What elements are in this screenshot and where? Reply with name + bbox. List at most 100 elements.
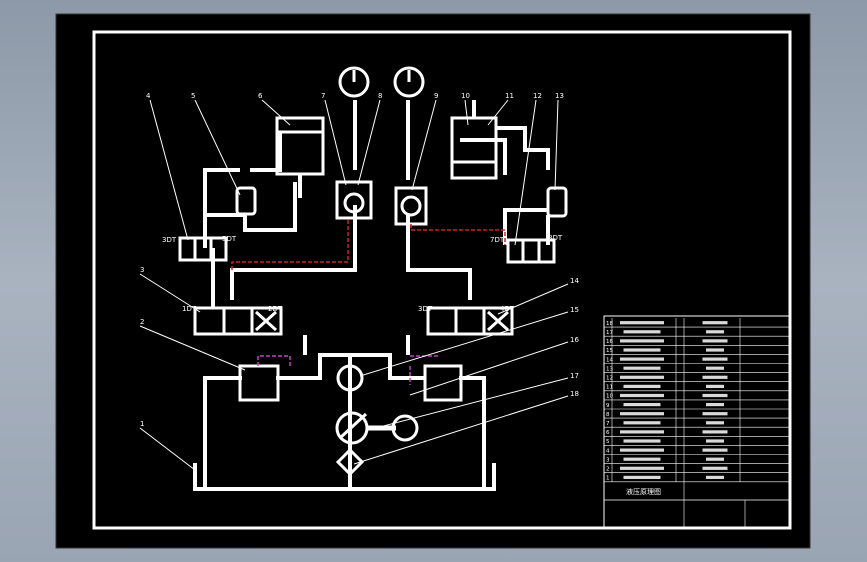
leader-lines — [139, 99, 569, 471]
tag-left-small-a: 3DT — [162, 236, 177, 244]
left-drain-line — [257, 355, 291, 366]
callout-18: 18 — [570, 390, 579, 398]
left-throttle-valve — [235, 186, 257, 216]
parts-list-entry-mark — [706, 384, 724, 388]
parts-list-entry-mark — [706, 421, 724, 425]
parts-list-entry-mark — [702, 375, 728, 379]
parts-list-item-number: 10 — [606, 394, 613, 400]
parts-list-entry-mark — [702, 393, 728, 398]
parts-list-entry-mark — [706, 366, 724, 370]
parts-list-entry-mark — [702, 430, 728, 434]
callout-6: 6 — [258, 92, 263, 100]
right-relief-valve — [423, 364, 463, 402]
parts-list-entry-mark — [620, 466, 664, 470]
parts-list-entry-mark — [706, 330, 724, 334]
callout-12: 12 — [533, 92, 542, 100]
suction-filter — [335, 447, 365, 477]
parts-list-item-number: 1 — [606, 476, 610, 482]
control-valves — [235, 180, 568, 226]
parts-list-item-number: 5 — [606, 439, 610, 445]
parts-list-item-number: 15 — [606, 348, 613, 354]
parts-list-item-number: 7 — [606, 421, 610, 427]
callout-1: 1 — [140, 420, 144, 428]
parts-list-item-number: 8 — [606, 412, 610, 418]
right-pressure-gauge — [393, 66, 425, 98]
parts-list-entry-mark — [623, 421, 661, 425]
parts-list-entry-mark — [620, 357, 664, 361]
parts-list-entry-mark — [620, 393, 664, 398]
callout-14: 14 — [570, 277, 579, 285]
tag-left-main-a: 1DT — [182, 305, 197, 313]
parts-list-item-number: 13 — [606, 366, 613, 372]
pressure-gauges — [338, 66, 425, 98]
tag-right-small-b: 8DT — [548, 234, 563, 242]
callout-10: 10 — [461, 92, 470, 100]
parts-list-entry-mark — [620, 339, 664, 343]
parts-list-entry-mark — [620, 430, 664, 434]
callout-7: 7 — [321, 92, 325, 100]
callout-8: 8 — [378, 92, 382, 100]
callout-5: 5 — [191, 92, 195, 100]
right-pilot-line — [410, 224, 506, 245]
left-cylinder-line — [230, 100, 357, 300]
parts-list-entry-mark — [702, 339, 728, 343]
right-small-solenoid-valve — [506, 238, 556, 264]
parts-list-item-number: 17 — [606, 330, 613, 336]
drawing-title: 液压原理图 — [626, 487, 661, 496]
parts-list-entry-mark — [706, 475, 724, 479]
parts-list-item-number: 2 — [606, 467, 610, 473]
parts-list-item-number: 6 — [606, 430, 610, 436]
parts-list-entry-mark — [706, 439, 724, 443]
left-pressure-gauge — [338, 66, 370, 98]
parts-list-item-number: 18 — [606, 321, 613, 327]
drawing-frame — [92, 30, 792, 530]
callout-16: 16 — [570, 336, 579, 344]
parts-list-item-number: 14 — [606, 357, 613, 363]
parts-list-item-number: 12 — [606, 376, 613, 382]
callout-3: 3 — [140, 266, 144, 274]
parts-list-entry-mark — [623, 384, 661, 388]
callout-2: 2 — [140, 318, 144, 326]
callout-15: 15 — [570, 306, 579, 314]
left-small-solenoid-valve — [178, 236, 228, 262]
tag-right-small-a: 7DT — [490, 236, 505, 244]
parts-list-entry-mark — [623, 366, 661, 370]
parts-list-item-number: 9 — [606, 403, 610, 409]
parts-list-entry-mark — [706, 348, 724, 352]
tag-right-main-a: 3DT — [418, 305, 433, 313]
callout-4: 4 — [146, 92, 151, 100]
right-main-solenoid-valve — [426, 306, 514, 336]
left-pilot-line — [231, 218, 349, 270]
parts-list-entry-mark — [702, 466, 728, 470]
parts-list-entry-mark — [623, 403, 661, 407]
left-relief-valve — [238, 364, 280, 402]
parts-list-entry-mark — [702, 412, 728, 416]
parts-list-entry-mark — [620, 321, 664, 325]
callout-9: 9 — [434, 92, 438, 100]
callout-13: 13 — [555, 92, 564, 100]
parts-list-entry-mark — [702, 321, 728, 325]
parts-list-item-number: 3 — [606, 457, 610, 463]
callout-17: 17 — [570, 372, 579, 380]
tag-left-small-b: 5DT — [222, 235, 237, 243]
parts-list-item-number: 4 — [606, 448, 610, 454]
callout-11: 11 — [505, 92, 514, 100]
parts-list-item-number: 16 — [606, 339, 613, 345]
oil-tank — [193, 463, 496, 491]
parts-list-entry-mark — [620, 448, 664, 452]
callout-numbers: 4 5 6 7 8 9 10 11 12 13 3 2 1 14 15 16 1… — [140, 92, 579, 428]
parts-list-entry-mark — [623, 475, 661, 479]
parts-list-entry-mark — [702, 357, 728, 361]
left-check-valve — [335, 180, 373, 220]
parts-list-grid — [604, 318, 790, 483]
right-throttle-valve — [546, 186, 568, 218]
parts-list-entry-mark — [702, 448, 728, 452]
parts-list-entry-mark — [623, 457, 661, 461]
filter — [336, 364, 364, 392]
solenoid-tags: 3DT 5DT 1DT 2DT 3DT 4DT 7DT 8DT — [162, 234, 563, 313]
parts-list-entry-mark — [623, 330, 661, 334]
pressure-branch — [303, 335, 410, 355]
solenoid-valves — [178, 236, 556, 336]
parts-list-entry-mark — [623, 348, 661, 352]
